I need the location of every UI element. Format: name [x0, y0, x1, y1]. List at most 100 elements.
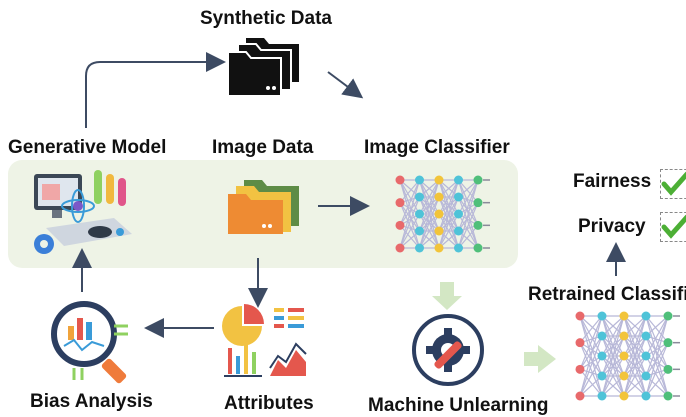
- nn-edge: [438, 179, 460, 249]
- nn-node: [395, 175, 405, 185]
- nn-edge: [623, 375, 647, 397]
- nn-node: [575, 391, 585, 401]
- charts-collection-icon: [222, 304, 307, 377]
- nn-edge: [399, 179, 421, 232]
- nn-edge: [579, 342, 603, 397]
- nn-node: [454, 192, 463, 202]
- nn-edge: [645, 375, 669, 397]
- nn-node: [434, 226, 444, 236]
- nn-node: [641, 331, 651, 341]
- nn-edge: [601, 315, 625, 357]
- folder-stack-icon: [228, 180, 299, 234]
- computer-lab-icon: [34, 170, 132, 254]
- nn-edge: [458, 179, 479, 204]
- nn-edge: [601, 315, 625, 377]
- nn-node: [473, 175, 483, 185]
- nn-edge: [399, 202, 420, 232]
- nn-node: [434, 175, 444, 185]
- nn-node: [597, 391, 607, 401]
- nn-node: [597, 351, 607, 361]
- label-fairness: Fairness: [573, 171, 652, 192]
- nn-edge: [579, 375, 603, 397]
- nn-node: [641, 391, 651, 401]
- nn-node: [663, 391, 673, 401]
- arrow-synthetic-to-classifier: [327, 71, 364, 99]
- nn-edge: [399, 202, 421, 249]
- magnifier-chart-icon: [51, 301, 128, 384]
- nn-node: [575, 338, 585, 348]
- nn-node: [434, 192, 444, 202]
- nn-edge: [601, 375, 625, 397]
- nn-edge: [579, 315, 603, 344]
- label-synthetic-data: Synthetic Data: [200, 8, 332, 29]
- nn-edge: [645, 342, 669, 377]
- nn-edge: [458, 196, 479, 226]
- nn-edge: [579, 315, 603, 357]
- nn-node: [619, 391, 629, 401]
- nn-edge: [438, 179, 460, 215]
- nn-node: [415, 209, 424, 219]
- nn-edge: [418, 196, 440, 249]
- nn-edge: [418, 179, 440, 215]
- nn-edge: [623, 315, 647, 377]
- nn-node: [454, 209, 463, 219]
- label-image-classifier: Image Classifier: [364, 137, 510, 158]
- nn-node: [395, 220, 405, 230]
- nn-edge: [645, 342, 669, 397]
- nn-edge: [457, 202, 479, 249]
- nn-edge: [399, 179, 421, 226]
- nn-edge: [458, 224, 479, 249]
- nn-edge: [457, 213, 479, 249]
- nn-edge: [601, 315, 625, 337]
- nn-edge: [623, 315, 647, 357]
- nn-edge: [579, 368, 603, 397]
- privacy-check-box: [660, 212, 686, 242]
- nn-edge: [645, 335, 669, 397]
- nn-edge: [457, 179, 479, 215]
- nn-node: [597, 331, 607, 341]
- nn-edge: [623, 315, 647, 337]
- nn-node: [473, 243, 483, 253]
- nn-edge: [645, 315, 669, 357]
- nn-edge: [623, 335, 647, 397]
- soft-arrow-down: [432, 282, 462, 310]
- nn-edge: [399, 196, 421, 249]
- nn-edge: [645, 315, 669, 377]
- nn-edge: [623, 355, 647, 397]
- nn-node: [619, 311, 629, 321]
- folder-stack-icon: [227, 38, 299, 97]
- nn-edge: [645, 335, 669, 370]
- label-generative-model: Generative Model: [8, 137, 167, 158]
- nn-edge: [645, 355, 669, 397]
- nn-edge: [579, 315, 603, 337]
- gear-wrench-icon: [412, 314, 484, 386]
- nn-node: [395, 243, 405, 253]
- nn-edge: [418, 179, 440, 249]
- nn-edge: [457, 179, 479, 249]
- nn-edge: [457, 196, 479, 249]
- nn-edge: [399, 179, 420, 204]
- nn-node: [454, 175, 463, 185]
- nn-edge: [579, 335, 603, 370]
- nn-edge: [457, 179, 479, 232]
- label-attributes: Attributes: [224, 393, 314, 414]
- label-image-data: Image Data: [212, 137, 314, 158]
- nn-edge: [645, 315, 669, 370]
- nn-node: [663, 338, 673, 348]
- nn-edge: [438, 196, 460, 249]
- nn-node: [415, 192, 424, 202]
- nn-node: [415, 175, 424, 185]
- nn-edge: [645, 368, 669, 397]
- nn-node: [395, 198, 405, 208]
- nn-node: [619, 351, 629, 361]
- nn-edge: [579, 315, 603, 370]
- nn-node: [575, 311, 585, 321]
- nn-edge: [458, 202, 479, 232]
- nn-edge: [399, 179, 421, 249]
- nn-node: [597, 371, 607, 381]
- nn-node: [473, 198, 483, 208]
- nn-node: [434, 209, 444, 219]
- nn-edge: [399, 196, 420, 226]
- check-icon: [661, 171, 686, 196]
